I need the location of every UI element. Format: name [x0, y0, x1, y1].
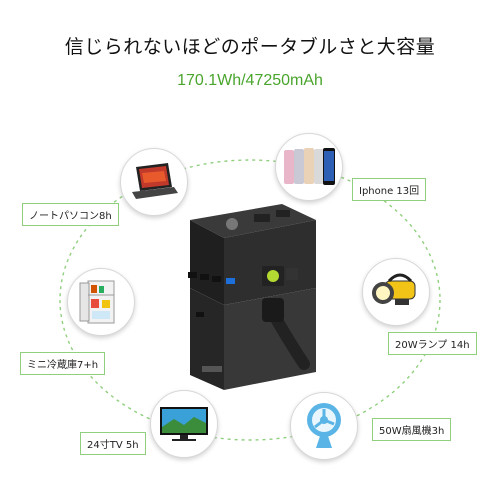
phone-icon	[284, 148, 335, 185]
capacity-label: 170.1Wh/47250mAh	[177, 72, 323, 89]
phone-bubble	[275, 133, 343, 201]
fan-bubble	[290, 392, 358, 460]
tv-label: 24寸TV 5h	[80, 432, 146, 455]
power-station-image	[188, 204, 316, 390]
fridge-icon	[79, 280, 115, 324]
tv-bubble	[150, 390, 218, 458]
fridge-bubble	[67, 268, 135, 336]
lamp-bubble	[362, 258, 430, 326]
laptop-bubble	[120, 148, 188, 216]
fan-icon	[307, 403, 341, 448]
phone-label: Iphone 13回	[352, 178, 427, 201]
fridge-label: ミニ冷蔵庫7+h	[20, 352, 106, 375]
lamp-label: 20Wランプ 14h	[388, 332, 477, 355]
tv-icon	[160, 407, 208, 441]
laptop-label: ノートパソコン8h	[22, 203, 119, 226]
headline: 信じられないほどのポータブルさと大容量	[64, 36, 436, 58]
dashed-ring	[59, 159, 441, 441]
fan-label: 50W扇風機3h	[372, 418, 452, 441]
laptop-icon	[132, 163, 178, 199]
lamp-icon	[372, 273, 416, 305]
